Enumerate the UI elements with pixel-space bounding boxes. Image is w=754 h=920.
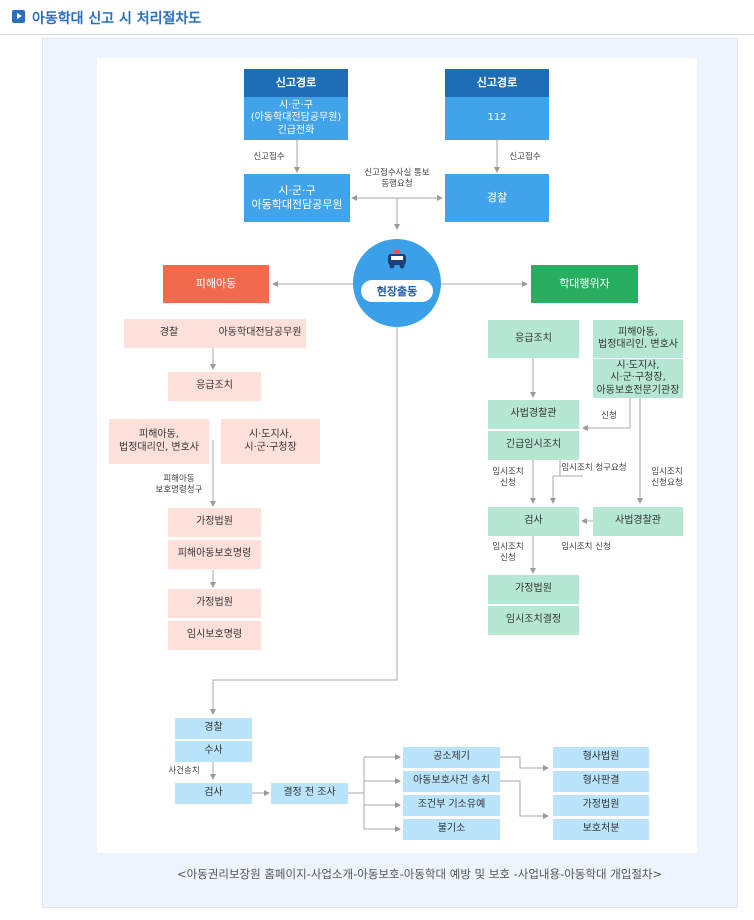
receipt-label-2: 신고접수 (509, 152, 541, 162)
protective-disposition-box: 보호처분 (553, 819, 649, 840)
victim-parties: 피해아동, 법정대리인, 변호사 (109, 419, 209, 464)
police-car-icon (388, 250, 406, 269)
investigation-investigate: 수사 (175, 741, 252, 762)
abuser-temp-decision: 임시조치결정 (488, 606, 579, 635)
official-box: 시·군·구 아동학대전담공무원 (244, 174, 350, 222)
no-prosecution-box: 불기소 (403, 819, 500, 840)
temp-apply-label-left: 임시조치 신청 (492, 467, 524, 489)
temp-apply-label-2: 임시조치 신청 (492, 542, 524, 564)
criminal-judgment-box: 형사판결 (553, 771, 649, 792)
report-route-header-1: 신고경로 (244, 69, 348, 97)
transfer-label: 사건송치 (168, 766, 200, 776)
investigation-police: 경찰 (175, 718, 252, 739)
police-box: 경찰 (445, 174, 549, 222)
victim-official: 아동학대전담공무원 (214, 319, 306, 348)
abuser-emergency: 응급조치 (488, 320, 579, 358)
victim-request-label: 피해아동 보호명령청구 (155, 474, 203, 496)
temp-request-label: 임시조치 청구요청 (561, 463, 627, 473)
report-route-header-2: 신고경로 (445, 69, 549, 97)
victim-police: 경찰 (124, 319, 214, 348)
indictment-box: 공소제기 (403, 747, 500, 768)
criminal-court-box: 형사법원 (553, 747, 649, 768)
victim-emergency: 응급조치 (168, 372, 261, 401)
receipt-label-1: 신고접수 (253, 152, 285, 162)
source-caption: <아동권리보장원 홈페이지-사업소개-아동보호-아동학대 예방 및 보호 -사업… (177, 867, 663, 881)
abuser-header: 학대행위자 (531, 265, 638, 303)
victim-protection-order: 피해아동보호명령 (168, 540, 261, 569)
abuser-authorities: 시·도지사, 시·군·구청장, 아동보호전문기관장 (593, 359, 683, 398)
abuser-judicial-police-2: 사법경찰관 (593, 507, 683, 536)
child-case-box: 아동보호사건 송치 (403, 771, 500, 792)
abuser-judicial-police: 사법경찰관 (488, 400, 579, 429)
dispatch-label: 현장출동 (361, 280, 433, 302)
conditional-box: 조건부 기소유예 (403, 795, 500, 816)
victim-family-court-2: 가정법원 (168, 589, 261, 618)
report-route-body-2: 112 (445, 97, 549, 140)
report-route-body-1: 시·군·구 (아동학대전담공무원) 긴급전화 (244, 97, 348, 140)
temp-apply-label-right: 임시조치 신청요청 (651, 467, 683, 489)
temp-apply-label-3: 임시조치 신청 (561, 542, 611, 552)
play-icon (12, 10, 25, 23)
apply-label: 신청 (601, 411, 617, 421)
abuser-prosecutor: 검사 (488, 507, 579, 536)
family-court-box: 가정법원 (553, 795, 649, 816)
notice-label: 신고접수사실 통보 동행요청 (364, 168, 430, 190)
victim-mayor: 시·도지사, 시·군·구청장 (221, 419, 320, 464)
abuser-family-court: 가정법원 (488, 575, 579, 604)
page-title: 아동학대 신고 시 처리절차도 (32, 11, 202, 27)
abuser-emergency-temp: 긴급임시조치 (488, 431, 579, 460)
victim-family-court-1: 가정법원 (168, 508, 261, 537)
victim-temp-order: 임시보호명령 (168, 621, 261, 650)
investigation-prosecutor: 검사 (175, 783, 252, 804)
title-bar: 아동학대 신고 시 처리절차도 (0, 0, 754, 35)
abuser-parties: 피해아동, 법정대리인, 변호사 (593, 320, 683, 358)
investigation-pre-decision: 결정 전 조사 (271, 783, 348, 804)
victim-header: 피해아동 (163, 265, 269, 303)
